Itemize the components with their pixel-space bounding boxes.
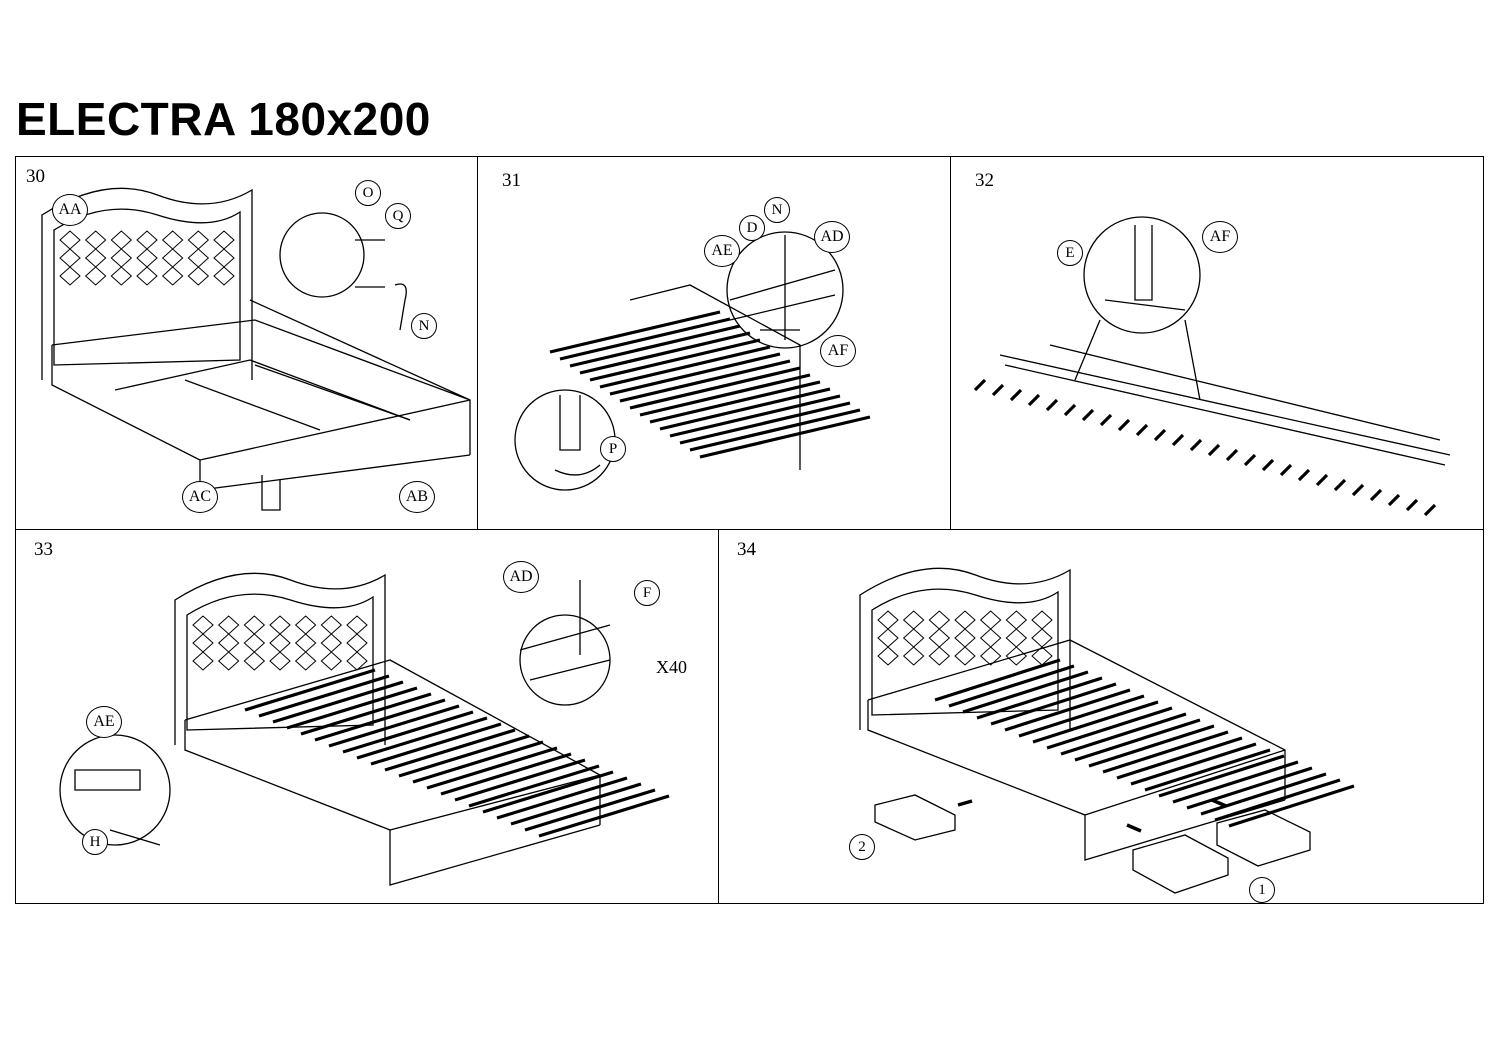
support-leg-detail <box>1104 225 1186 311</box>
slat-grid <box>973 378 1437 517</box>
headboard <box>174 572 386 745</box>
detail-magnifier <box>514 389 616 491</box>
document-title: ELECTRA 180x200 <box>16 93 431 145</box>
leader-line <box>1074 319 1201 401</box>
part-label-ae: AE <box>704 235 740 267</box>
center-rail <box>999 344 1451 466</box>
step-number: 31 <box>502 170 521 191</box>
leg <box>559 395 581 451</box>
part-label-af: AF <box>1202 221 1238 253</box>
bed-frame <box>184 659 601 886</box>
side-rail <box>184 364 411 511</box>
part-label-n: N <box>764 197 790 223</box>
detail-magnifier <box>279 212 365 298</box>
slat-grid <box>934 658 1355 828</box>
bolt-and-key <box>355 239 407 331</box>
part-label-h: H <box>82 829 108 855</box>
tufted-panel <box>59 230 235 286</box>
slat-grid <box>244 668 670 838</box>
bed-frame <box>51 299 471 491</box>
step-number: 32 <box>975 170 994 191</box>
part-label-p: P <box>600 436 626 462</box>
tufted-panel <box>192 615 368 671</box>
drawer-1 <box>1216 809 1311 867</box>
rail-detail <box>729 235 836 340</box>
headboard <box>871 588 1059 716</box>
detail-magnifier <box>1083 216 1201 334</box>
part-label-ab: AB <box>399 481 435 513</box>
quantity-label: X40 <box>656 657 687 677</box>
part-label-e: E <box>1057 240 1083 266</box>
part-label-ae: AE <box>86 706 122 738</box>
detail-magnifier <box>59 734 171 846</box>
part-label-ac: AC <box>182 481 218 513</box>
part-label-o: O <box>355 180 381 206</box>
part-label-f: F <box>634 580 660 606</box>
screw-detail <box>519 580 611 681</box>
step-number: 34 <box>737 539 756 560</box>
part-label-q: Q <box>385 203 411 229</box>
part-label-1: 1 <box>1249 877 1275 903</box>
bracket-detail <box>74 769 161 846</box>
insert-arrow <box>957 798 1227 833</box>
part-label-aa: AA <box>52 194 88 226</box>
rotate-arrow <box>554 464 601 476</box>
part-label-ad: AD <box>814 221 850 253</box>
step-number: 30 <box>26 166 45 187</box>
slat-grid <box>549 310 871 459</box>
part-label-af: AF <box>820 335 856 367</box>
detail-magnifier <box>726 231 844 349</box>
drawer-1 <box>1132 834 1229 894</box>
headboard <box>186 593 374 731</box>
part-label-n: N <box>411 313 437 339</box>
step-34-panel <box>718 529 1484 904</box>
headboard <box>859 567 1071 730</box>
tufted-panel <box>877 610 1053 666</box>
drawer-2 <box>874 794 956 841</box>
step-number: 33 <box>34 539 53 560</box>
part-label-2: 2 <box>849 834 875 860</box>
part-label-d: D <box>739 215 765 241</box>
part-label-ad: AD <box>503 561 539 593</box>
support-box <box>629 284 801 470</box>
